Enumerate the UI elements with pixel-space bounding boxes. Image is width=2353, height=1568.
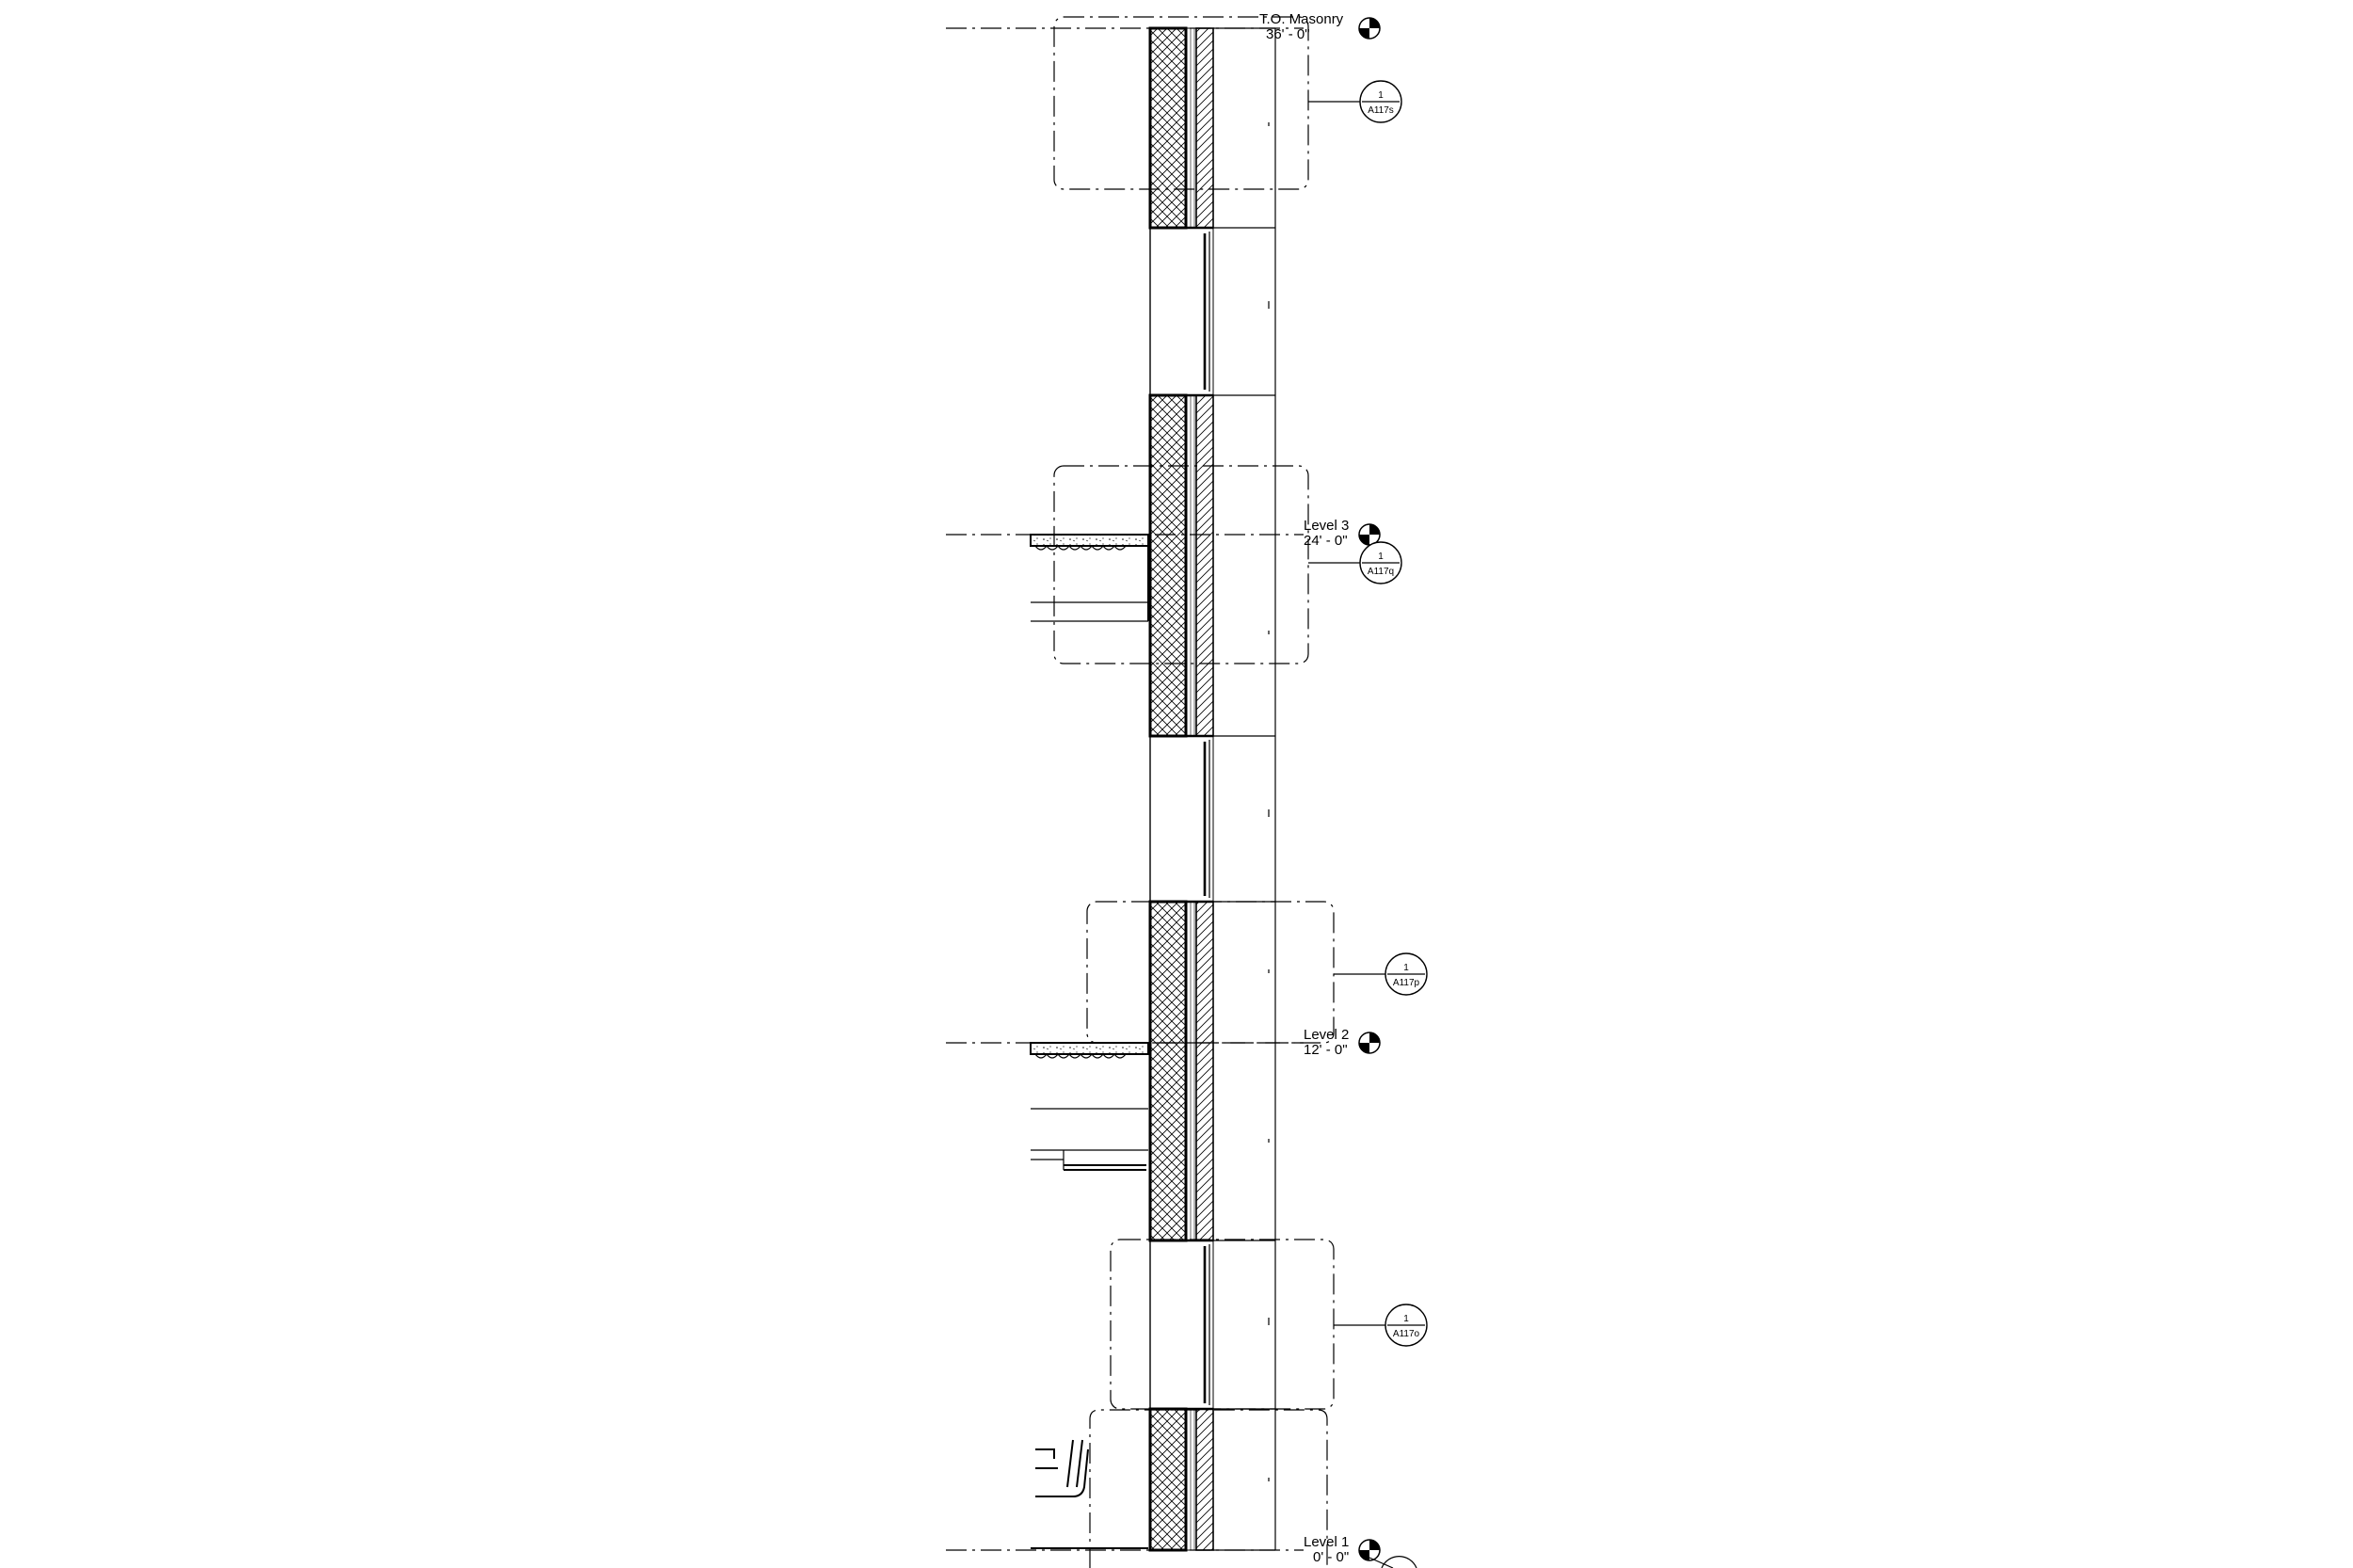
level-datum-icon [1358, 1539, 1381, 1561]
detail-box-q [1053, 465, 1309, 664]
callout-number: 1 [1403, 1314, 1409, 1324]
detail-callout-p[interactable]: 1 A117p [1334, 952, 1428, 996]
level-name: Level 2 [1304, 1027, 1349, 1043]
wall-segment [1148, 393, 1275, 738]
level-name: T.O. Masonry [1259, 11, 1344, 27]
level-datum-icon [1358, 523, 1381, 546]
callout-number: 1 [1378, 90, 1384, 101]
level-elevation: 24' - 0" [1304, 533, 1348, 549]
window-opening [1149, 734, 1214, 904]
callout-sheet: A117o [1393, 1329, 1420, 1339]
level-marker-level-3: Level 3 24' - 0" [1304, 518, 1381, 549]
wall-segment [1148, 1407, 1275, 1552]
detail-box-o [1110, 1239, 1335, 1410]
detail-box-level1 [1089, 1409, 1328, 1568]
level-name: Level 3 [1304, 518, 1349, 534]
callout-number: 1 [1378, 552, 1384, 562]
wall-segment [1148, 26, 1275, 230]
level-elevation: 12' - 0" [1304, 1042, 1348, 1058]
window-opening [1149, 1239, 1214, 1411]
callout-number: 1 [1403, 963, 1409, 973]
callout-sheet: A117p [1393, 978, 1420, 988]
callout-sheet: A117q [1368, 567, 1394, 577]
wall-segment [1148, 900, 1275, 1242]
detail-box-s [1053, 16, 1309, 190]
detail-callout-q[interactable]: 1 A117q [1308, 541, 1402, 584]
level-lines [946, 27, 1304, 1551]
detail-callout-s[interactable]: 1 A117s [1308, 80, 1402, 123]
level-datum-icon [1358, 17, 1381, 40]
level-marker-level-2: Level 2 12' - 0" [1304, 1027, 1381, 1058]
level-elevation: 36' - 0" [1266, 26, 1310, 42]
level-datum-icon [1358, 1032, 1381, 1054]
callout-sheet: A117s [1368, 105, 1394, 116]
level-marker-level-1: Level 1 0' - 0" [1304, 1534, 1417, 1568]
detail-callout-o[interactable]: 1 A117o [1334, 1304, 1428, 1347]
level-elevation: 0' - 0" [1313, 1549, 1349, 1565]
level-marker-to-masonry: T.O. Masonry 36' - 0" [1259, 11, 1381, 42]
level-name: Level 1 [1304, 1534, 1349, 1550]
detail-box-p [1086, 901, 1335, 1044]
floor-slab-level-2 [1030, 1042, 1149, 1171]
window-opening [1149, 226, 1214, 397]
floor-slab-level-3 [1030, 534, 1149, 622]
